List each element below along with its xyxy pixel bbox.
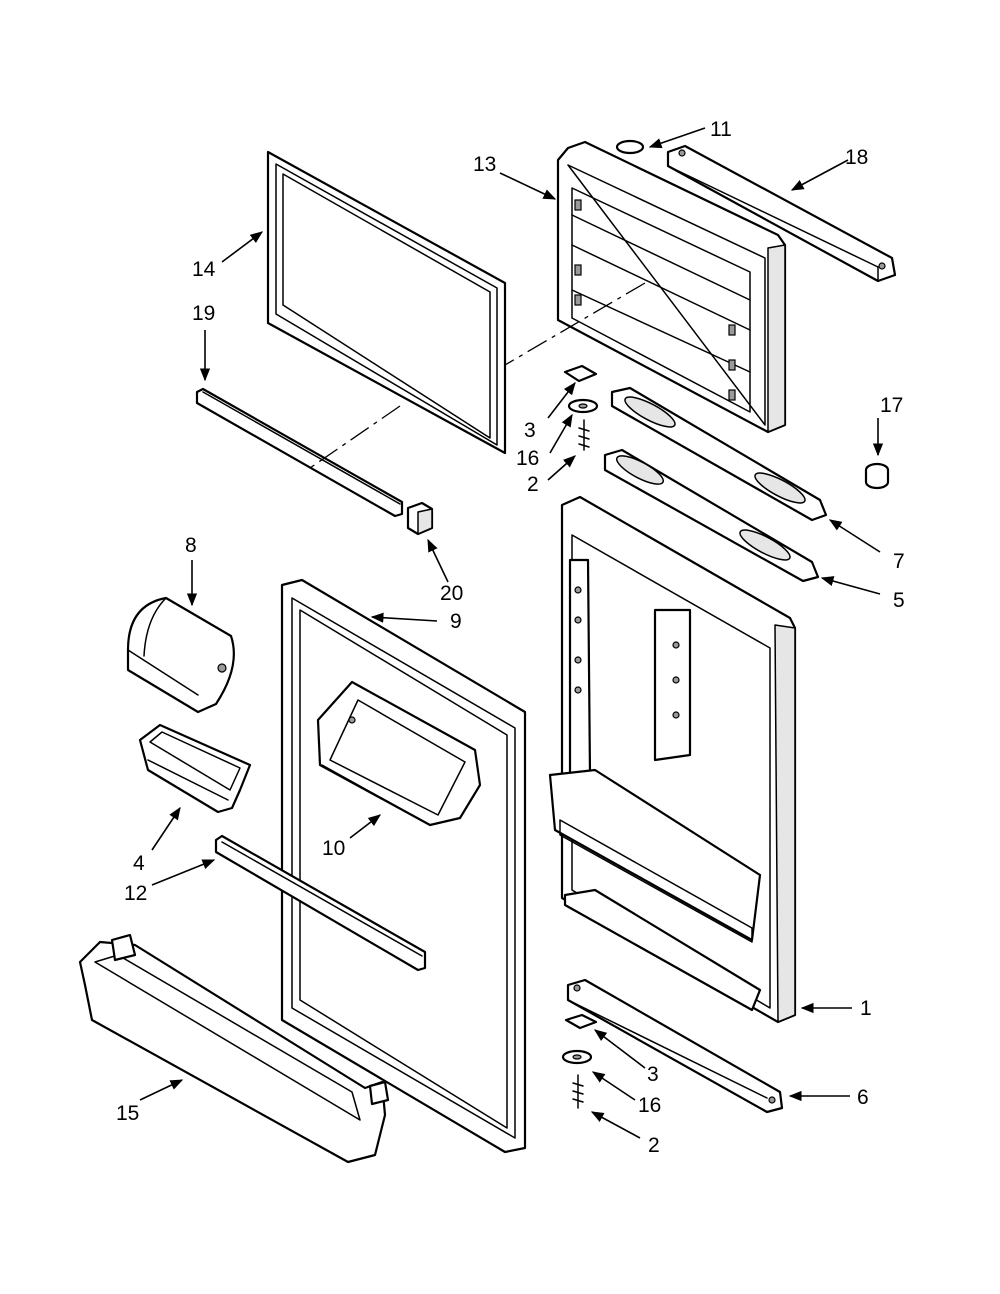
part-16-lower-washer xyxy=(561,1049,593,1065)
part-10-dairy-bin xyxy=(316,680,482,827)
callout-16-lower: 16 xyxy=(638,1094,661,1117)
callout-2-lower: 2 xyxy=(648,1134,660,1157)
part-11-plug xyxy=(615,139,645,155)
callout-4: 4 xyxy=(133,852,145,875)
callout-8: 8 xyxy=(185,534,197,557)
callout-6: 6 xyxy=(857,1086,869,1109)
part-20-clip xyxy=(406,501,434,536)
part-16-upper-washer xyxy=(567,398,599,414)
part-13-freezer-door xyxy=(556,140,787,434)
callout-3-upper: 3 xyxy=(524,419,536,442)
part-6-bottom-cap xyxy=(566,978,784,1114)
callout-16-upper: 16 xyxy=(516,447,539,470)
part-4-small-bin xyxy=(138,723,252,814)
part-3-lower-hinge-plate xyxy=(564,1013,598,1030)
part-5-handle-lower xyxy=(603,448,820,583)
callout-20: 20 xyxy=(440,582,463,605)
callout-14: 14 xyxy=(192,258,216,281)
callout-18: 18 xyxy=(845,146,868,169)
alignment-line-lower xyxy=(309,405,401,469)
part-18-top-cap xyxy=(666,144,897,283)
callout-9: 9 xyxy=(450,610,462,633)
callout-15: 15 xyxy=(116,1102,139,1125)
part-8-dairy-cover xyxy=(126,596,235,714)
part-14-freezer-gasket xyxy=(266,150,507,455)
callout-19: 19 xyxy=(192,302,215,325)
part-7-handle-upper xyxy=(610,386,828,522)
part-2-lower-screw xyxy=(572,1074,584,1109)
part-1-fresh-food-door xyxy=(548,495,797,1024)
part-12-trim-strip xyxy=(214,834,427,972)
part-17-plug xyxy=(864,462,890,490)
callout-10: 10 xyxy=(322,837,345,860)
leader-lines xyxy=(139,127,884,1139)
callout-17: 17 xyxy=(880,394,903,417)
callout-13: 13 xyxy=(473,153,496,176)
callout-3-lower: 3 xyxy=(647,1063,659,1086)
part-2-upper-screw xyxy=(578,419,590,451)
callout-11: 11 xyxy=(710,118,732,141)
callout-12: 12 xyxy=(124,882,147,905)
callout-7: 7 xyxy=(893,550,905,573)
callout-2-upper: 2 xyxy=(527,473,539,496)
alignment-line-upper xyxy=(504,282,646,366)
part-19-trim-strip xyxy=(195,387,404,518)
callout-1: 1 xyxy=(860,997,872,1020)
part-15-door-bin xyxy=(78,933,390,1164)
callout-labels: 11 13 18 14 19 3 16 2 17 7 5 20 8 9 4 10… xyxy=(116,118,905,1157)
callout-5: 5 xyxy=(893,589,905,612)
part-3-upper-hinge-plate xyxy=(563,364,598,383)
